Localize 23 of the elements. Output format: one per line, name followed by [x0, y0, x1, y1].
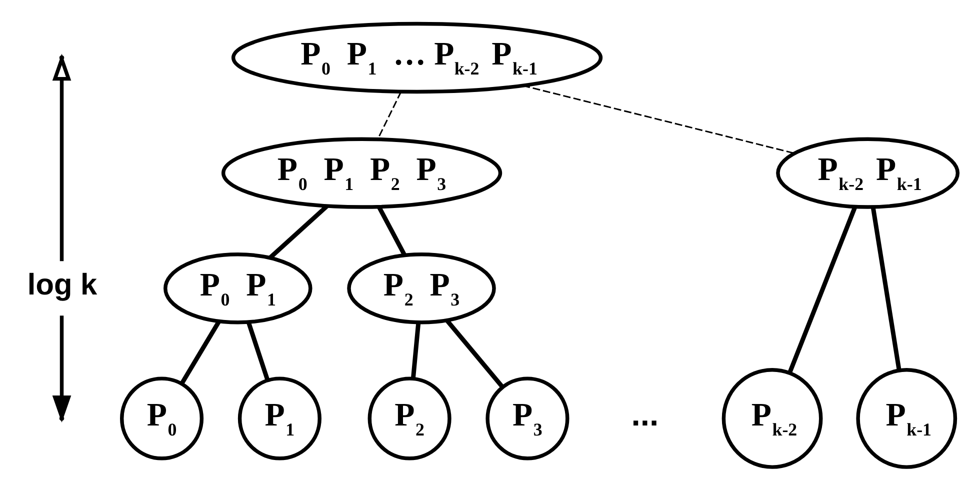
node-ellipse: P$_{2}$ P$_{3}$ — [346, 252, 496, 324]
node-circle: P$_{k-1}$ — [856, 368, 957, 469]
node-ellipse: P$_{0}$ P$_{1}$ — [163, 252, 312, 324]
connector — [870, 206, 901, 371]
connector — [787, 206, 857, 374]
connector — [376, 206, 406, 256]
connector — [180, 320, 220, 384]
node-circle: P$_{0}$ — [119, 376, 204, 460]
node-circle: P$_{2}$ — [367, 376, 451, 460]
connector — [410, 322, 420, 379]
label: ... — [630, 395, 658, 432]
connector — [376, 91, 402, 140]
connector — [522, 84, 794, 154]
node-ellipse: P$_{0}$ P$_{1}$ P$_{2}$ P$_{3}$ — [220, 137, 502, 209]
node-ellipse: P$_{k-2}$ P$_{k-1}$ — [776, 137, 960, 209]
label: log k — [26, 268, 97, 302]
connector — [246, 321, 270, 381]
node-ellipse: P$_{0}$ P$_{1}$ … P$_{k-2}$ P$_{k-1}$ — [230, 22, 602, 94]
node-circle: P$_{k-2}$ — [721, 368, 822, 469]
node-circle: P$_{1}$ — [237, 376, 321, 460]
node-circle: P$_{3}$ — [485, 376, 569, 460]
connector — [444, 319, 504, 388]
connector — [268, 204, 328, 260]
